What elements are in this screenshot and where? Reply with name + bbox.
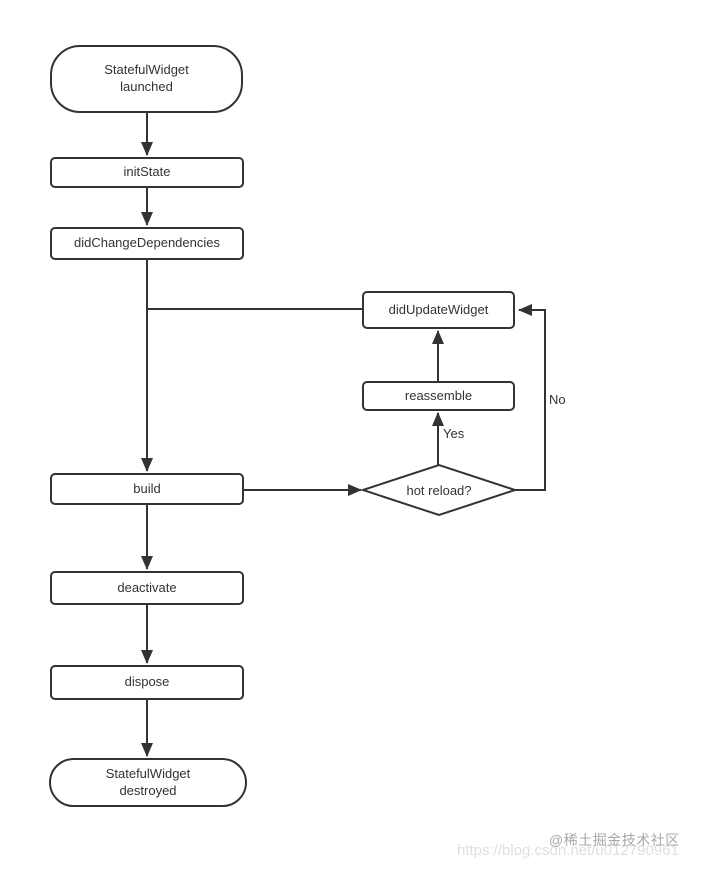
watermark-community-text: @稀土掘金技术社区 <box>549 832 680 848</box>
node-dispose: dispose <box>50 665 244 700</box>
edge-label-no: No <box>549 392 566 407</box>
edge-label-yes: Yes <box>443 426 465 441</box>
node-deactivate: deactivate <box>50 571 244 605</box>
node-hot-reload-label: hot reload? <box>406 482 472 498</box>
node-initstate: initState <box>50 157 244 188</box>
node-didupdatewidget: didUpdateWidget <box>362 291 515 329</box>
node-build: build <box>50 473 244 505</box>
node-statefulwidget-launched: StatefulWidget launched <box>50 45 243 113</box>
node-statefulwidget-destroyed: StatefulWidget destroyed <box>49 758 247 807</box>
node-didchangedependencies: didChangeDependencies <box>50 227 244 260</box>
node-reassemble: reassemble <box>362 381 515 411</box>
hot-reload-diamond <box>359 463 519 517</box>
watermark-url-text: https://blog.csdn.net/u012790961 <box>457 842 679 859</box>
edge-hotreload-didupdate-no <box>515 304 546 491</box>
